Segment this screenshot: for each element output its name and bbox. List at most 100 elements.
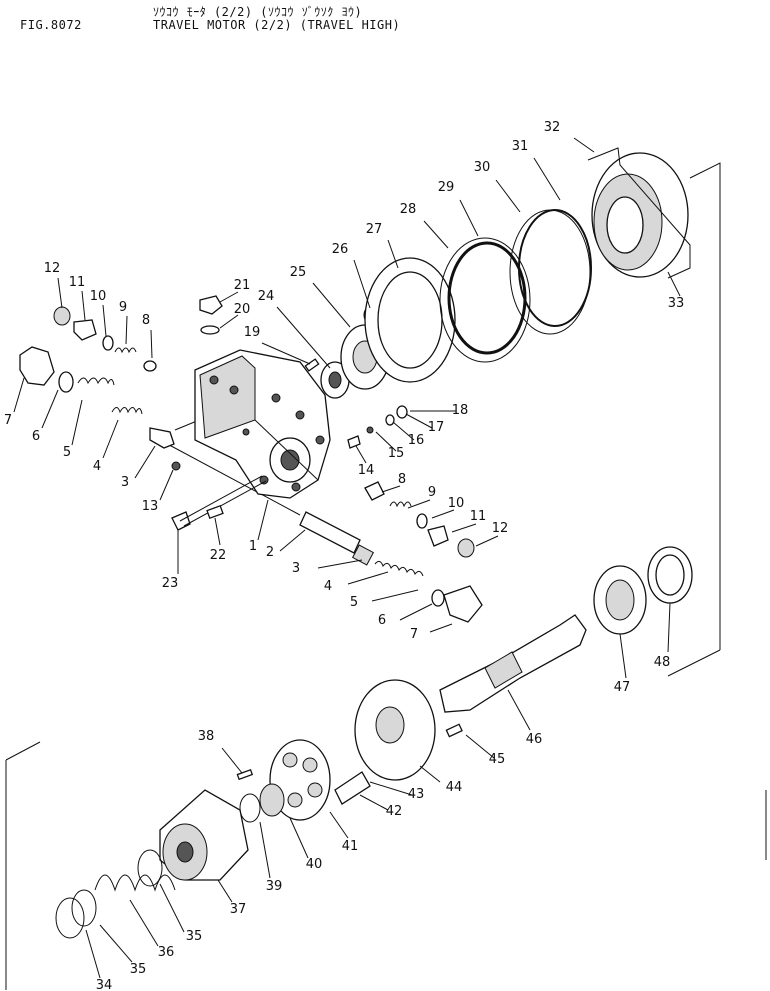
callout-leader-3 bbox=[134, 445, 156, 479]
callout-label-20: 20 bbox=[234, 302, 251, 317]
callout-label-8: 8 bbox=[398, 472, 406, 487]
callout-label-27: 27 bbox=[366, 222, 383, 237]
callout-leader-48 bbox=[667, 602, 671, 653]
spool-assembly bbox=[299, 511, 483, 623]
callout-label-18: 18 bbox=[452, 403, 469, 418]
callout-label-46: 46 bbox=[526, 732, 543, 747]
output-shaft-group bbox=[439, 546, 693, 738]
callout-label-38: 38 bbox=[198, 729, 215, 744]
callout-leader-11 bbox=[81, 290, 86, 321]
callout-label-47: 47 bbox=[614, 680, 631, 695]
callout-leader-40 bbox=[289, 817, 309, 859]
plug-and-oring bbox=[199, 295, 320, 372]
callout-label-11: 11 bbox=[470, 509, 487, 524]
callout-leader-16 bbox=[392, 421, 415, 441]
callout-label-13: 13 bbox=[142, 499, 159, 514]
callout-leader-26 bbox=[353, 259, 371, 309]
callout-leader-38 bbox=[221, 747, 243, 774]
callout-label-7: 7 bbox=[4, 413, 12, 428]
callout-leader-7 bbox=[429, 623, 453, 633]
callout-leader-43 bbox=[369, 781, 413, 796]
callout-leader-8 bbox=[381, 485, 401, 493]
callout-leader-39 bbox=[259, 821, 271, 879]
callout-leader-17 bbox=[405, 413, 433, 429]
callout-leader-31 bbox=[533, 157, 561, 201]
callout-label-3: 3 bbox=[121, 475, 129, 490]
callout-leader-5 bbox=[71, 399, 83, 446]
callout-leader-24 bbox=[276, 306, 331, 369]
callout-leader-2 bbox=[279, 529, 306, 552]
callout-leader-5 bbox=[371, 589, 419, 602]
callout-leader-32 bbox=[573, 137, 595, 153]
callout-label-31: 31 bbox=[512, 139, 529, 154]
callout-leader-8 bbox=[150, 329, 153, 359]
callout-leader-35 bbox=[99, 924, 133, 963]
valve-housing bbox=[194, 349, 331, 499]
callout-leader-9 bbox=[407, 499, 431, 509]
callout-leader-6 bbox=[399, 603, 433, 621]
callout-label-41: 41 bbox=[342, 839, 359, 854]
callout-leader-25 bbox=[312, 282, 351, 328]
callout-leader-29 bbox=[459, 199, 479, 237]
callout-label-19: 19 bbox=[244, 325, 261, 340]
callout-label-22: 22 bbox=[210, 548, 227, 563]
callout-leader-7 bbox=[13, 377, 25, 413]
callout-leader-3 bbox=[317, 559, 363, 569]
callout-label-35: 35 bbox=[130, 962, 147, 977]
callout-leader-1 bbox=[257, 499, 269, 541]
callout-label-44: 44 bbox=[446, 780, 463, 795]
callout-label-29: 29 bbox=[438, 180, 455, 195]
callout-label-26: 26 bbox=[332, 242, 349, 257]
callout-leader-36 bbox=[129, 899, 159, 947]
callout-label-10: 10 bbox=[448, 496, 465, 511]
callout-leader-20 bbox=[219, 314, 239, 329]
callout-leader-30 bbox=[495, 179, 521, 213]
callout-label-23: 23 bbox=[162, 576, 179, 591]
callout-leader-33 bbox=[667, 271, 681, 297]
callout-leader-42 bbox=[359, 794, 389, 811]
callout-leader-45 bbox=[465, 734, 495, 759]
callout-label-9: 9 bbox=[428, 485, 436, 500]
callout-leader-10 bbox=[431, 509, 455, 519]
callout-leader-22 bbox=[214, 517, 221, 546]
callout-leader-21 bbox=[219, 291, 239, 303]
callout-label-17: 17 bbox=[428, 420, 445, 435]
callout-label-35: 35 bbox=[186, 929, 203, 944]
callout-label-40: 40 bbox=[306, 857, 323, 872]
callout-label-48: 48 bbox=[654, 655, 671, 670]
callout-label-9: 9 bbox=[119, 300, 127, 315]
callout-leader-12 bbox=[57, 277, 63, 309]
callout-label-25: 25 bbox=[290, 265, 307, 280]
seal-rings bbox=[364, 209, 592, 383]
spring-group bbox=[55, 849, 176, 939]
callout-leader-4 bbox=[102, 419, 119, 459]
left-valve-stack bbox=[19, 306, 267, 531]
callout-leader-4 bbox=[347, 571, 389, 585]
callout-label-33: 33 bbox=[668, 296, 685, 311]
callout-label-21: 21 bbox=[234, 278, 251, 293]
callout-leader-46 bbox=[507, 689, 531, 731]
callout-label-45: 45 bbox=[489, 752, 506, 767]
callout-leader-14 bbox=[355, 445, 367, 464]
callout-label-6: 6 bbox=[378, 613, 386, 628]
callout-leader-44 bbox=[419, 765, 441, 783]
callout-label-14: 14 bbox=[358, 463, 375, 478]
callout-leader-35 bbox=[159, 883, 185, 933]
callout-leader-19 bbox=[261, 342, 311, 365]
callout-label-11: 11 bbox=[69, 275, 86, 290]
callout-leader-27 bbox=[387, 239, 399, 269]
figure-number: FIG.8072 bbox=[20, 18, 82, 32]
callout-leader-12 bbox=[475, 535, 499, 547]
callout-leader-47 bbox=[619, 633, 627, 679]
callout-label-34: 34 bbox=[96, 978, 113, 991]
cylinder-group bbox=[159, 679, 436, 881]
callout-label-1: 1 bbox=[249, 539, 257, 554]
callout-label-32: 32 bbox=[544, 120, 561, 135]
callout-label-7: 7 bbox=[410, 627, 418, 642]
callout-leader-6 bbox=[41, 389, 59, 429]
callout-leader-41 bbox=[329, 811, 349, 839]
callout-leader-28 bbox=[423, 220, 449, 249]
callout-label-4: 4 bbox=[324, 579, 332, 594]
callout-label-30: 30 bbox=[474, 160, 491, 175]
